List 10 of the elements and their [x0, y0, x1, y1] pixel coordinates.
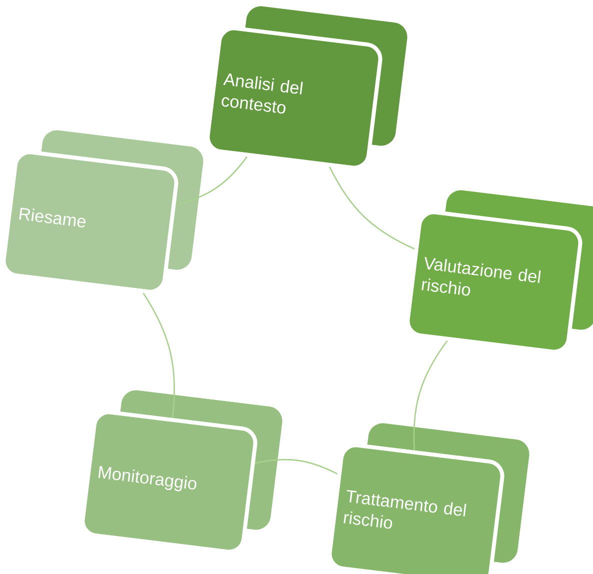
connector-arc	[176, 156, 248, 206]
block-box: Trattamento del rischio	[328, 423, 530, 574]
connector-arc	[142, 292, 175, 418]
block-box: Analisi del contesto	[206, 6, 408, 170]
connector-arc	[254, 458, 338, 475]
block-box: Monitoraggio	[80, 390, 282, 554]
connector-arc	[413, 340, 448, 450]
block-box: Valutazione del rischio	[406, 190, 593, 354]
connector-arc	[329, 166, 415, 250]
block-box: Riesame	[2, 130, 204, 294]
